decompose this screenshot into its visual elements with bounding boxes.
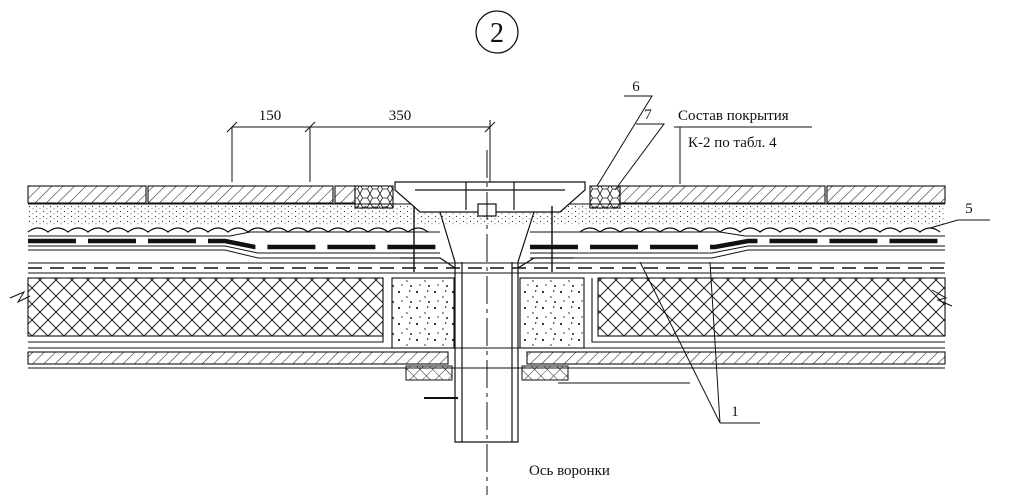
dimension-line <box>226 120 496 188</box>
wavy-membrane-layer <box>27 227 941 233</box>
axis-label: Ось воронки <box>529 463 610 479</box>
coating-note-line1: Состав покрытия <box>678 108 789 124</box>
insulation-layer <box>27 277 946 343</box>
callout-1: 1 <box>731 404 739 420</box>
coating-note: Состав покрытия К-2 по табл. 4 <box>674 108 812 184</box>
coating-note-line2: К-2 по табл. 4 <box>688 135 777 151</box>
detail-number-badge: 2 <box>475 10 519 54</box>
break-marks <box>9 289 953 307</box>
concrete-filling <box>391 277 585 349</box>
roof-drain-funnel <box>394 181 586 443</box>
dimension-label-350: 350 <box>389 108 412 124</box>
detail-number: 2 <box>490 18 504 49</box>
callout-leaders <box>558 95 990 424</box>
paving-tile-layer <box>27 185 946 209</box>
anchor-bolts <box>413 206 553 272</box>
callout-5: 5 <box>965 201 973 217</box>
callout-7: 7 <box>644 107 652 123</box>
callout-6: 6 <box>632 79 640 95</box>
dimension-label-150: 150 <box>259 108 282 124</box>
drain-clamp-rings <box>405 365 569 399</box>
roof-slab <box>27 347 946 369</box>
vapor-barrier-layer <box>28 262 945 274</box>
waterproofing-layers <box>28 231 945 259</box>
